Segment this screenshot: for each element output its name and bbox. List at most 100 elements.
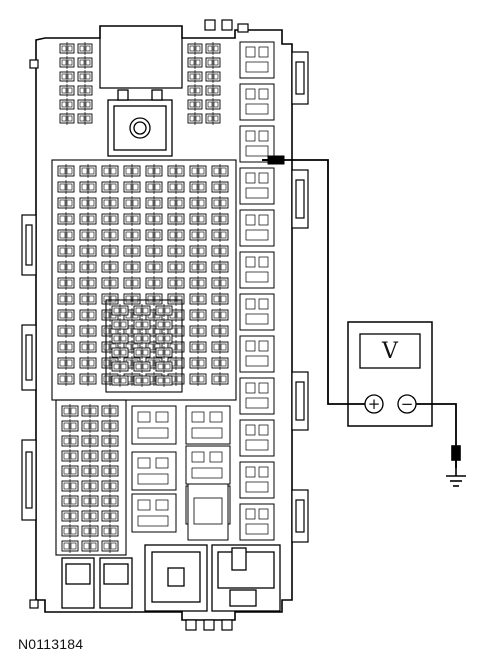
mini-fuse (79, 164, 97, 178)
mini-fuse (101, 449, 119, 463)
mini-fuse (79, 212, 97, 226)
mini-fuse (145, 244, 163, 258)
mini-fuse (101, 292, 119, 306)
relay-block-lower (131, 405, 231, 541)
mini-fuse (59, 84, 75, 97)
mini-fuse (155, 332, 173, 345)
mini-fuse (211, 340, 229, 354)
mini-fuse (133, 304, 151, 317)
relay (131, 405, 177, 445)
mini-fuse (101, 479, 119, 493)
mini-fuse (79, 292, 97, 306)
mini-fuse (61, 509, 79, 523)
relay-column-right (239, 41, 275, 541)
mini-fuse (211, 212, 229, 226)
mini-fuse (57, 292, 75, 306)
mini-fuse (61, 404, 79, 418)
mini-fuse (57, 244, 75, 258)
relay (131, 451, 177, 491)
mini-fuse (57, 180, 75, 194)
mini-fuse (205, 112, 221, 125)
mini-fuse (167, 276, 185, 290)
mini-fuse (189, 228, 207, 242)
relay (239, 209, 275, 247)
mini-fuse (211, 292, 229, 306)
mini-fuse (61, 494, 79, 508)
mini-fuse (57, 340, 75, 354)
bottom-connectors (61, 544, 281, 612)
mini-fuse (59, 56, 75, 69)
mini-fuse (211, 308, 229, 322)
mini-fuse (123, 340, 141, 354)
mini-fuse (211, 180, 229, 194)
mini-fuse (123, 292, 141, 306)
mini-fuse (101, 260, 119, 274)
mini-fuse (57, 228, 75, 242)
mini-fuse (155, 346, 173, 359)
mini-fuse (101, 244, 119, 258)
mini-fuse (101, 276, 119, 290)
mini-fuse (57, 276, 75, 290)
side-tabs (21, 51, 309, 543)
mini-fuse (145, 292, 163, 306)
mini-fuse (167, 244, 185, 258)
small-connector (187, 483, 229, 541)
mini-fuse (81, 404, 99, 418)
relay (185, 445, 231, 485)
negative-terminal-sign: − (401, 395, 414, 413)
mini-fuse (77, 84, 93, 97)
mini-fuse (79, 324, 97, 338)
mini-fuse (101, 196, 119, 210)
mini-fuse (59, 70, 75, 83)
mini-fuse (111, 304, 129, 317)
fuse-block-main-grid (51, 159, 237, 401)
mini-fuse (167, 292, 185, 306)
mini-fuse (205, 42, 221, 55)
mini-fuse (167, 324, 185, 338)
mini-fuse (59, 98, 75, 111)
mini-fuse (81, 419, 99, 433)
relay (239, 251, 275, 289)
mini-fuse (77, 42, 93, 55)
relay (239, 83, 275, 121)
mini-fuse (59, 42, 75, 55)
mini-fuse (59, 112, 75, 125)
mini-fuse (189, 164, 207, 178)
mini-fuse (145, 164, 163, 178)
mini-fuse (133, 332, 151, 345)
mini-fuse (81, 434, 99, 448)
mini-fuse (145, 196, 163, 210)
mini-fuse (155, 304, 173, 317)
mini-fuse (123, 196, 141, 210)
relay (239, 167, 275, 205)
mini-fuse (211, 260, 229, 274)
mini-fuse (211, 244, 229, 258)
mini-fuse (189, 340, 207, 354)
mini-fuse (79, 308, 97, 322)
mini-fuse (205, 70, 221, 83)
mini-fuse (123, 276, 141, 290)
mini-fuse (123, 212, 141, 226)
mini-fuse (189, 180, 207, 194)
mini-fuse (57, 372, 75, 386)
mini-fuse (81, 539, 99, 553)
mini-fuse (81, 509, 99, 523)
mini-fuse (187, 84, 203, 97)
mounting-feet (29, 19, 249, 631)
mini-fuse (77, 70, 93, 83)
relay (239, 377, 275, 415)
mini-fuse (189, 308, 207, 322)
mini-fuse (145, 276, 163, 290)
mini-fuse (81, 479, 99, 493)
voltmeter: V + − (347, 321, 433, 427)
mini-fuse (111, 332, 129, 345)
mini-fuse (57, 260, 75, 274)
test-probe-icon (262, 155, 285, 165)
mini-fuse (61, 419, 79, 433)
mini-fuse (155, 360, 173, 373)
ground-symbol-icon (446, 445, 466, 487)
mini-fuse (211, 324, 229, 338)
mini-fuse (123, 164, 141, 178)
mini-fuse (167, 212, 185, 226)
mini-fuse (187, 112, 203, 125)
